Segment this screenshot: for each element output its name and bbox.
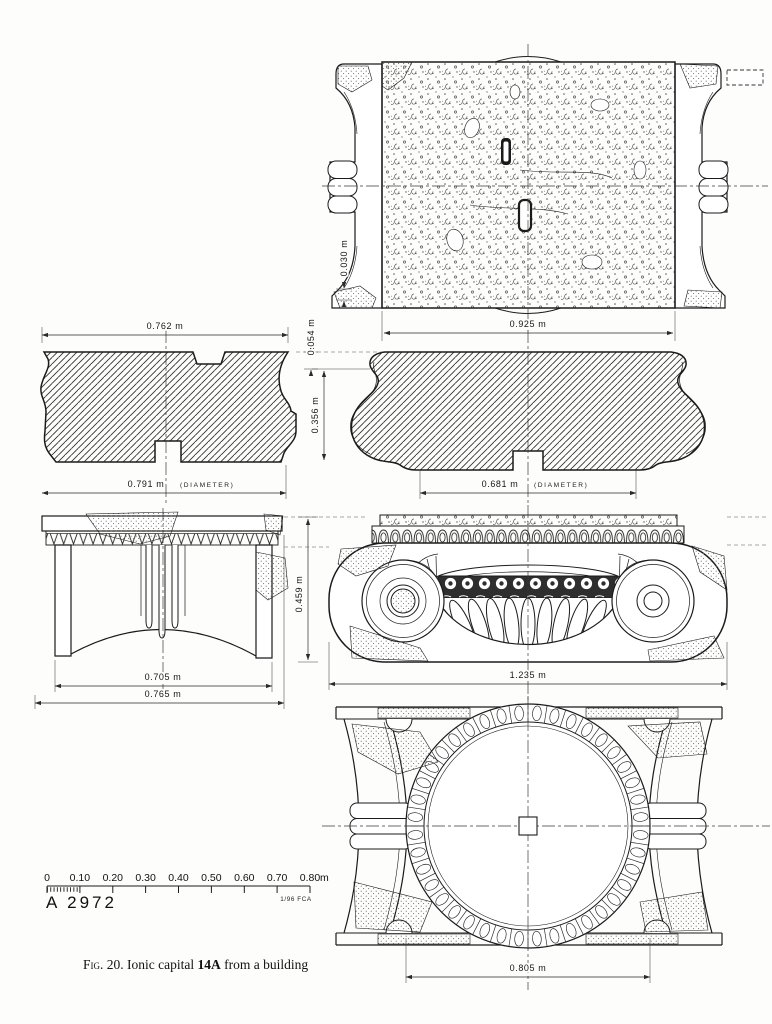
dim-side-upper-width: 0.705 m xyxy=(145,672,182,682)
bottom-view xyxy=(322,696,770,990)
front-right-volute xyxy=(611,559,695,643)
plan-restored-dashed-outline xyxy=(726,69,764,86)
plan-lewis-hole xyxy=(517,198,533,233)
scale-tick-4: 0.40 xyxy=(168,872,189,884)
figure-caption: Fig. 20. Ionic capital 14A from a buildi… xyxy=(83,957,503,973)
echinus-section-outline xyxy=(350,351,706,471)
bottom-egg-ring xyxy=(406,704,650,948)
scale-tick-2: 0.20 xyxy=(103,872,124,884)
scale-tick-6: 0.60 xyxy=(234,872,255,884)
scale-tick-8: 0.80 xyxy=(300,872,321,884)
dim-front-width: 1.235 m xyxy=(510,670,547,680)
dim-upper-diameter: 0.791 m xyxy=(128,479,165,489)
side-left-corner-post xyxy=(54,544,72,657)
scale-tick-5: 0.50 xyxy=(201,872,222,884)
scale-tick-0: 0 xyxy=(44,872,50,884)
caption-text: Ionic capital xyxy=(123,957,198,972)
scale-bar: 0 0.10 0.20 0.30 0.40 0.50 0.60 0.70 0.8… xyxy=(44,872,329,912)
dim-echinus-section-height: 0.356 m xyxy=(310,397,320,434)
echinus-section-view xyxy=(296,330,706,505)
scale-unit: m xyxy=(320,872,329,884)
scale-tick-3: 0.30 xyxy=(135,872,156,884)
dim-upper-diameter-qualifier: (DIAMETER) xyxy=(180,482,234,489)
abacus-section-view xyxy=(40,330,297,505)
scale-tick-7: 0.70 xyxy=(267,872,288,884)
dimension-annotations: 0.762 m 0.925 m 0.030 m 0.054 m 0.356 m … xyxy=(34,238,728,983)
dim-abacus-band-height: 0.054 m xyxy=(306,319,316,356)
front-left-volute xyxy=(361,559,445,643)
dim-abacus-section-width: 0.762 m xyxy=(147,321,184,331)
plan-abacus-top-surface xyxy=(381,61,676,309)
scale-tick-1: 0.10 xyxy=(70,872,91,884)
dim-side-lower-width: 0.765 m xyxy=(145,689,182,699)
caption-text-suffix: from a building xyxy=(220,957,309,972)
front-left-volute-eye xyxy=(390,588,416,614)
plan-view xyxy=(322,44,768,331)
abacus-section-outline xyxy=(40,351,297,463)
front-elevation-view xyxy=(284,505,766,700)
front-abacus-strip xyxy=(379,514,678,527)
dim-bottom-circle-diameter: 0.805 m xyxy=(510,963,547,973)
inventory-number: A 2972 xyxy=(46,893,117,912)
dim-abacus-edge-height: 0.030 m xyxy=(339,240,349,277)
side-elevation-view xyxy=(41,508,289,700)
dim-capital-height: 0.459 m xyxy=(294,576,304,613)
scale-note: 1/96 FCA xyxy=(280,896,312,903)
dim-lower-diameter: 0.681 m xyxy=(482,479,519,489)
caption-catalog-ref: 14A xyxy=(197,957,221,972)
bottom-dowel-square xyxy=(518,816,538,836)
dim-lower-diameter-qualifier: (DIAMETER) xyxy=(534,482,588,489)
caption-fig-label: Fig. 20. xyxy=(83,957,124,972)
dim-echinus-section-width: 0.925 m xyxy=(510,319,547,329)
